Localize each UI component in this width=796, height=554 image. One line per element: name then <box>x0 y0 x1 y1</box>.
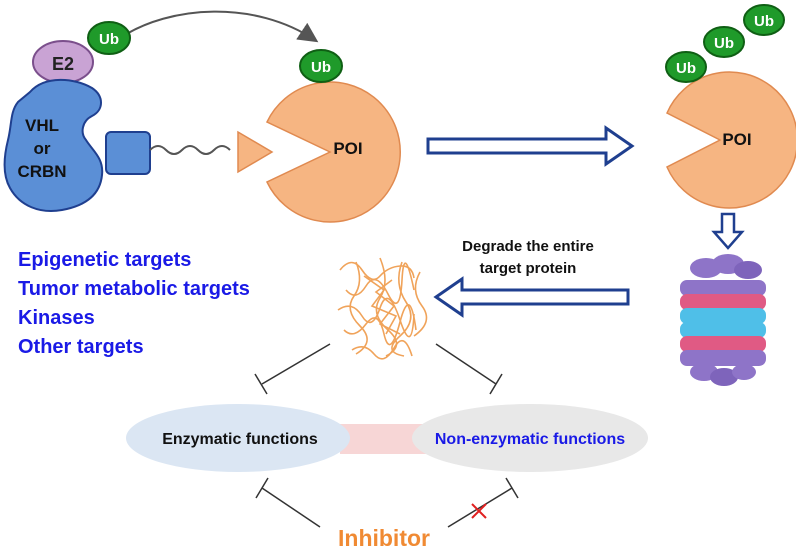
non-enzymatic-ellipse <box>412 404 648 472</box>
ub-chain-1 <box>665 51 707 83</box>
ub-transfer-arrow <box>119 10 319 43</box>
e3-ligand-square <box>105 131 151 175</box>
e2-label: E2 <box>52 54 74 74</box>
inhibitor-line-left <box>261 487 321 528</box>
ub-label-poi-left: Ub <box>311 59 331 76</box>
down-hollow-arrow <box>711 212 745 250</box>
degrade-inhibit-bar-right <box>489 373 503 395</box>
ub-label-e2: Ub <box>99 31 119 48</box>
degrade-inhibit-bar-left <box>254 373 268 395</box>
left-hollow-arrow <box>433 276 630 318</box>
ligase-line-3: CRBN <box>17 162 66 181</box>
protac-linker <box>149 145 231 155</box>
degrade-inhibit-line-right <box>435 343 497 385</box>
poi-pacman-left <box>265 81 401 223</box>
ub-on-poi-left <box>299 49 343 83</box>
target-item-3: Kinases <box>18 307 95 329</box>
poi-pacman-right <box>666 71 796 209</box>
ligase-line-2: or <box>34 139 51 158</box>
ub-chain-3-label: Ub <box>754 13 774 30</box>
inhibitor-line-right <box>447 487 513 528</box>
e3-ligase-blob <box>3 78 104 212</box>
poi-warhead-triangle <box>237 130 274 174</box>
ligase-line-1: VHL <box>25 116 59 135</box>
right-hollow-arrow <box>426 125 635 167</box>
ub-chain-2 <box>703 26 745 58</box>
target-item-1: Epigenetic targets <box>18 249 191 271</box>
degrade-inhibit-line-left <box>261 343 331 385</box>
ub-on-e2 <box>87 21 131 55</box>
target-list: Epigenetic targets Tumor metabolic targe… <box>18 249 250 358</box>
inhibitor-label: Inhibitor <box>338 525 430 551</box>
ub-chain-1-label: Ub <box>676 60 696 77</box>
blocked-x-mark <box>471 503 487 519</box>
enzymatic-ellipse <box>126 404 350 472</box>
degraded-peptides <box>337 257 428 360</box>
degrade-text-line-2: target protein <box>480 260 577 277</box>
target-item-2: Tumor metabolic targets <box>18 278 250 300</box>
inhibitor-bar-right <box>505 477 519 499</box>
enzymatic-label: Enzymatic functions <box>162 431 318 448</box>
ub-chain-2-label: Ub <box>714 35 734 52</box>
ub-chain-3 <box>743 4 785 36</box>
non-enzymatic-label: Non-enzymatic functions <box>435 431 625 448</box>
poi-label-right: POI <box>722 130 751 149</box>
inhibitor-bar-left <box>255 477 269 499</box>
proteasome <box>680 254 766 386</box>
degrade-text-line-1: Degrade the entire <box>462 238 594 255</box>
target-item-4: Other targets <box>18 336 144 358</box>
poi-label-left: POI <box>333 139 362 158</box>
